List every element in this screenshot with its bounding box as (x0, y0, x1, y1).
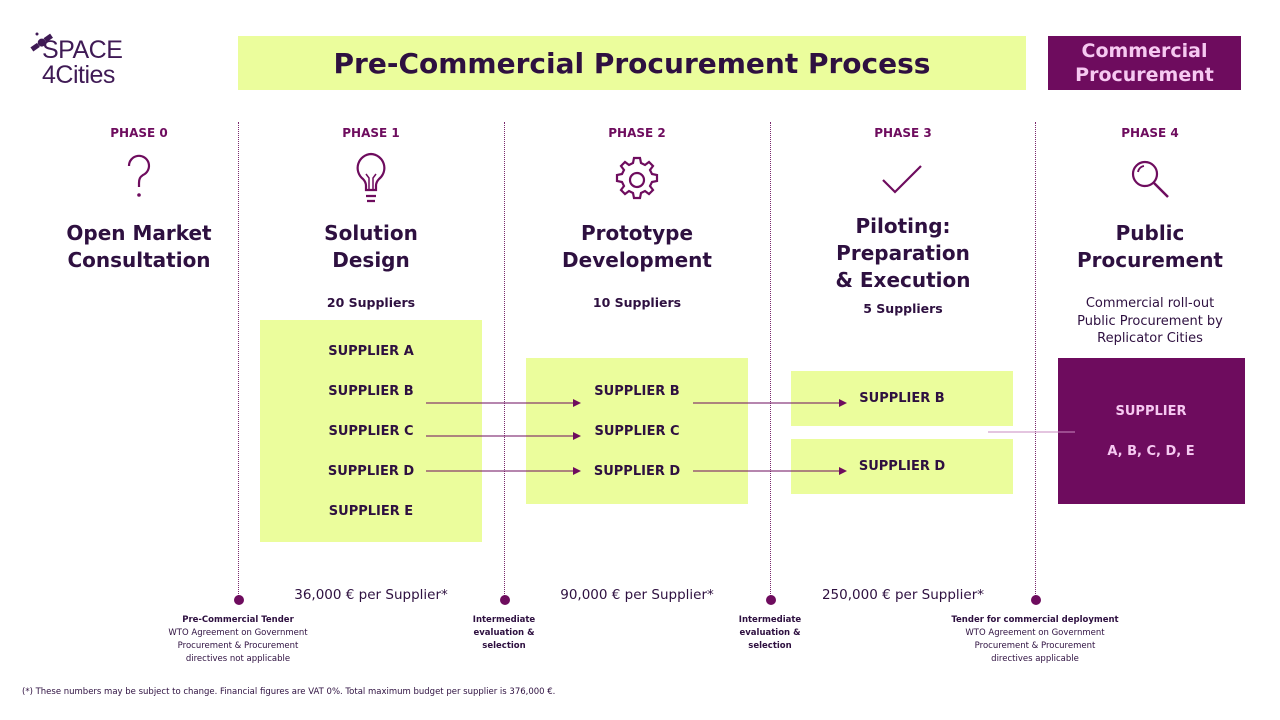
phase-2-label: PHASE 2 (608, 126, 666, 140)
supplier-d: SUPPLIER D (327, 464, 415, 479)
divider (238, 122, 239, 598)
magnifier-icon (1131, 160, 1169, 198)
supplier-d: SUPPLIER D (593, 464, 681, 479)
phase-4-label: PHASE 4 (1121, 126, 1179, 140)
phase-1-label: PHASE 1 (342, 126, 400, 140)
phase-3-suppliers: 5 Suppliers (863, 301, 943, 316)
footnote: (*) These numbers may be subject to chan… (22, 687, 556, 697)
phase-1-suppliers: 20 Suppliers (326, 295, 416, 310)
divider (770, 122, 771, 598)
phase-3-supplier-d-box (791, 439, 1013, 494)
supplier-c: SUPPLIER C (328, 424, 414, 439)
milestone-dot (1031, 595, 1041, 605)
pcp-header: Pre-Commercial Procurement Process (238, 36, 1026, 90)
phase-2-price: 90,000 € per Supplier* (560, 587, 714, 603)
phase-4-supplier-box (1058, 358, 1245, 504)
logo-line1: SPACE (42, 36, 123, 64)
cp-title-line1: Commercial (1081, 40, 1208, 62)
supplier-b: SUPPLIER B (594, 384, 680, 399)
phase-4-supplier-list: A, B, C, D, E (1107, 444, 1195, 459)
phase-1-price: 36,000 € per Supplier* (294, 587, 448, 603)
satellite-icon (30, 32, 53, 52)
divider (504, 122, 505, 598)
checkmark-icon (882, 165, 922, 194)
phase-4-supplier: SUPPLIER (1115, 404, 1187, 419)
lightbulb-icon (356, 152, 386, 203)
logo-line2: 4Cities (42, 61, 115, 89)
gear-icon (615, 156, 659, 200)
phase-1-supplier-box (260, 320, 482, 542)
supplier-b: SUPPLIER B (328, 384, 414, 399)
supplier-c: SUPPLIER C (594, 424, 680, 439)
phase-2-suppliers: 10 Suppliers (592, 295, 682, 310)
milestone-dot (500, 595, 510, 605)
question-icon (127, 154, 151, 197)
cp-title-line2: Procurement (1075, 64, 1214, 86)
phase-3-supplier-b-box (791, 371, 1013, 426)
divider (1035, 122, 1036, 598)
supplier-e: SUPPLIER E (328, 504, 414, 519)
milestone-dot (766, 595, 776, 605)
phase-2-supplier-box (526, 358, 748, 504)
supplier-d: SUPPLIER D (858, 459, 946, 474)
supplier-b: SUPPLIER B (859, 391, 945, 406)
phase-3-label: PHASE 3 (874, 126, 932, 140)
supplier-a: SUPPLIER A (328, 344, 414, 359)
phase-3-price: 250,000 € per Supplier* (821, 587, 985, 603)
phase-0-label: PHASE 0 (110, 126, 168, 140)
milestone-dot (234, 595, 244, 605)
phase-3-title: Piloting:Preparation& Execution (835, 214, 971, 292)
